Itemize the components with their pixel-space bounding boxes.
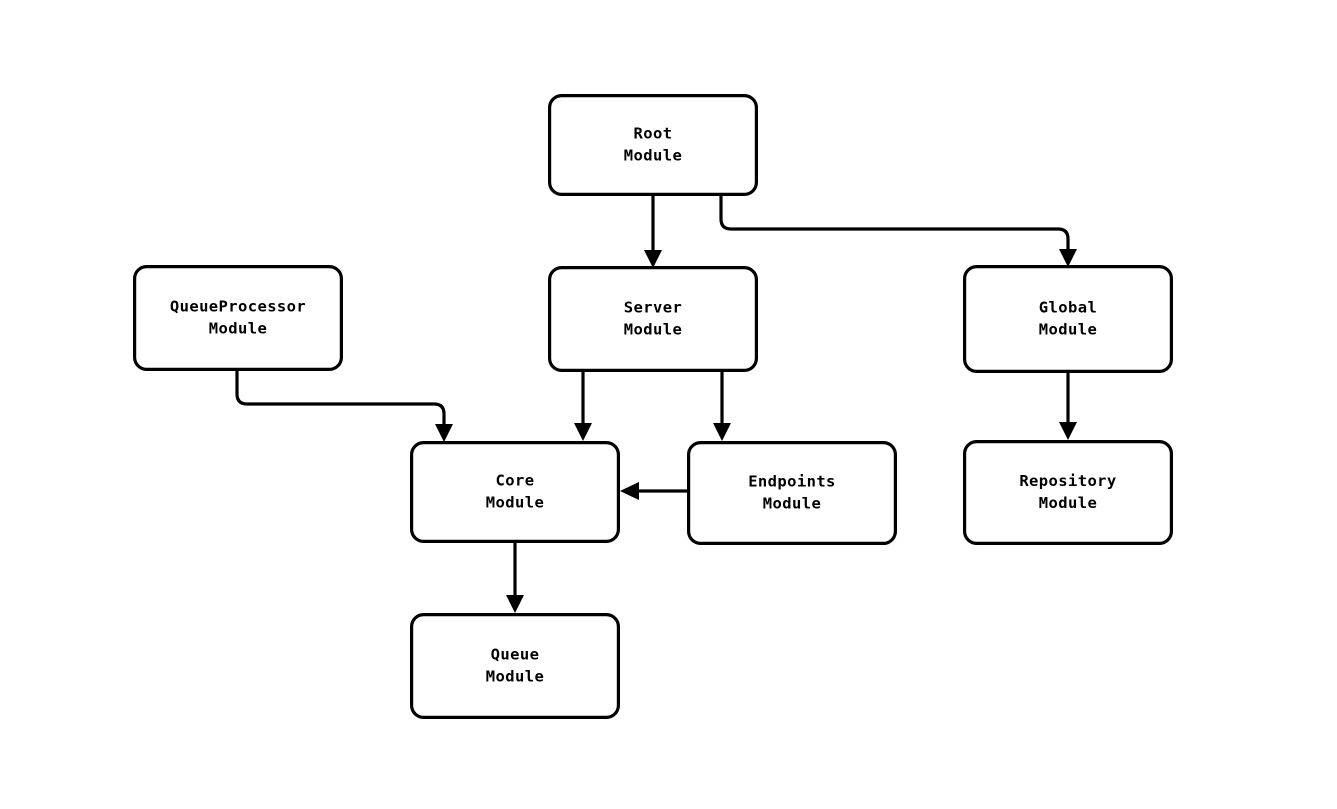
endpoints-module-node-label-line2: Module [763, 495, 821, 513]
edge-root-to-global-line [719, 196, 1070, 251]
queueprocessor-module-node-label-line1: QueueProcessor [170, 298, 306, 316]
queue-module-node-label-line1: Queue [491, 646, 540, 664]
core-module-node-box[interactable] [410, 441, 621, 544]
edge-global-to-repository [1059, 373, 1077, 440]
endpoints-module-node-label-line1: Endpoints [748, 473, 836, 491]
server-module-node-label-line1: Server [624, 299, 682, 317]
queue-module-node-label-line2: Module [486, 668, 544, 686]
edge-root-to-global-arrowhead-icon [1059, 249, 1077, 267]
root-module-node-label-line1: Root [634, 125, 673, 143]
core-module-node-label-line1: Core [496, 472, 535, 490]
repository-module-node-label-line2: Module [1039, 494, 1097, 512]
edge-endpoints-to-core-arrowhead-icon [620, 482, 639, 500]
nodes-layer: RootModuleQueueProcessorModuleServerModu… [133, 93, 1173, 719]
edge-root-to-global [719, 196, 1077, 267]
edge-root-to-server [644, 196, 662, 268]
edge-server-to-endpoints-arrowhead-icon [713, 423, 731, 441]
edge-core-to-queue-arrowhead-icon [506, 595, 524, 613]
queueprocessor-module-node-box[interactable] [133, 265, 344, 372]
edge-core-to-queue [506, 543, 524, 613]
queueprocessor-module-node-label-line2: Module [209, 320, 267, 338]
root-module-node-label-line2: Module [624, 147, 682, 165]
root-module-node-box[interactable] [547, 93, 758, 197]
edge-server-to-core [574, 372, 592, 441]
edge-queueprocessor-to-core-line [235, 371, 446, 426]
edge-endpoints-to-core [620, 482, 687, 500]
server-module-node-label-line2: Module [624, 321, 682, 339]
endpoints-module-node-box[interactable] [686, 441, 897, 546]
edge-queueprocessor-to-core-arrowhead-icon [435, 424, 453, 442]
global-module-node-label-line1: Global [1039, 299, 1097, 317]
global-module-node-box[interactable] [962, 265, 1173, 374]
edge-server-to-endpoints [713, 372, 731, 441]
edge-global-to-repository-arrowhead-icon [1059, 422, 1077, 440]
queue-module-node-box[interactable] [410, 612, 621, 719]
repository-module-node-label-line1: Repository [1019, 472, 1116, 490]
edge-queueprocessor-to-core [235, 371, 453, 442]
global-module-node-label-line2: Module [1039, 321, 1097, 339]
edges-layer [235, 196, 1077, 613]
edge-server-to-core-arrowhead-icon [574, 423, 592, 441]
server-module-node-box[interactable] [547, 266, 758, 373]
repository-module-node-box[interactable] [962, 440, 1173, 546]
core-module-node-label-line2: Module [486, 494, 544, 512]
edge-root-to-server-arrowhead-icon [644, 250, 662, 268]
